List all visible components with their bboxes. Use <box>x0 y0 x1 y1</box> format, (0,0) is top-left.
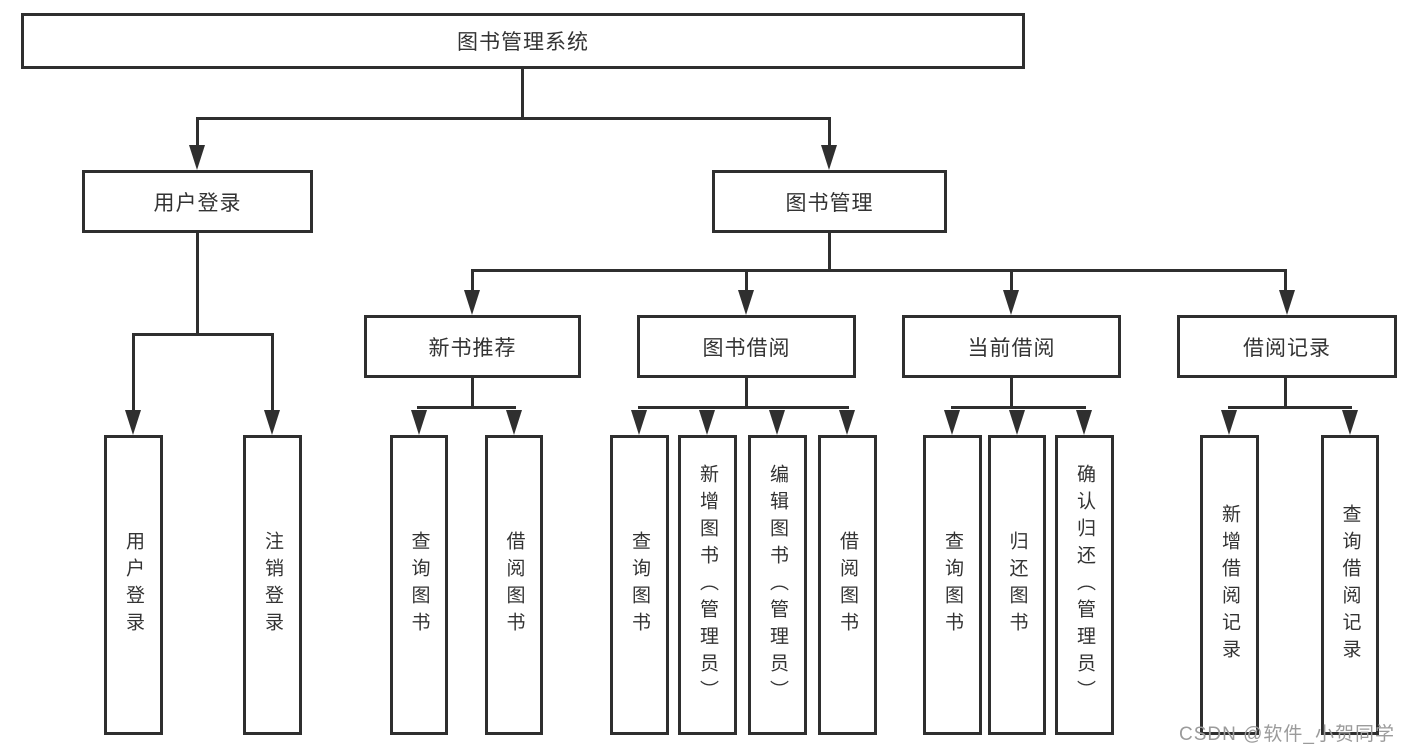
leaf-add-books-admin: 新增图书（管理员） <box>678 435 737 735</box>
arrow-down-icon <box>1009 410 1025 435</box>
arrow-down-icon <box>631 410 647 435</box>
connector-line <box>828 233 831 272</box>
arrow-down-icon <box>506 410 522 435</box>
connector-line <box>1010 378 1013 409</box>
arrow-down-icon <box>1279 290 1295 315</box>
connector-line <box>638 406 849 409</box>
connector-line <box>417 406 516 409</box>
node-current-borrow: 当前借阅 <box>902 315 1121 378</box>
node-book-borrow: 图书借阅 <box>637 315 856 378</box>
connector-line <box>471 378 474 409</box>
arrow-down-icon <box>1342 410 1358 435</box>
leaf-query-books: 查询图书 <box>390 435 448 735</box>
leaf-user-login: 用户登录 <box>104 435 163 735</box>
leaf-confirm-return-admin: 确认归还（管理员） <box>1055 435 1114 735</box>
leaf-label: 归还图书 <box>1006 531 1028 639</box>
leaf-label: 借阅图书 <box>503 531 525 639</box>
node-book-management: 图书管理 <box>712 170 947 233</box>
arrow-down-icon <box>738 290 754 315</box>
node-borrow-records: 借阅记录 <box>1177 315 1397 378</box>
arrow-down-icon <box>821 145 837 170</box>
arrow-down-icon <box>1003 290 1019 315</box>
connector-line <box>196 117 199 148</box>
leaf-label: 查询图书 <box>942 531 963 639</box>
leaf-edit-books-admin: 编辑图书（管理员） <box>748 435 807 735</box>
node-label: 图书借阅 <box>702 336 791 360</box>
leaf-borrow-books: 借阅图书 <box>818 435 877 735</box>
arrow-down-icon <box>189 145 205 170</box>
connector-line <box>132 333 135 412</box>
leaf-label: 编辑图书（管理员） <box>767 463 788 707</box>
connector-line <box>1284 378 1287 409</box>
leaf-logout: 注销登录 <box>243 435 302 735</box>
node-new-book-recommend: 新书推荐 <box>364 315 581 378</box>
arrow-down-icon <box>769 410 785 435</box>
csdn-watermark: CSDN @软件_小贺同学 <box>1179 724 1395 745</box>
connector-line <box>271 333 274 412</box>
node-label: 图书管理系统 <box>457 31 589 54</box>
node-label: 用户登录 <box>153 191 242 215</box>
leaf-label: 查询图书 <box>408 531 430 639</box>
connector-line <box>745 378 748 409</box>
connector-line <box>1010 269 1013 293</box>
node-library-system: 图书管理系统 <box>21 13 1025 69</box>
leaf-label: 新增借阅记录 <box>1219 504 1240 666</box>
connector-line <box>828 117 831 148</box>
leaf-label: 借阅图书 <box>837 531 858 639</box>
connector-line <box>745 269 748 293</box>
leaf-label: 查询图书 <box>629 531 650 639</box>
connector-line <box>1228 406 1352 409</box>
connector-line <box>951 406 1086 409</box>
connector-line <box>196 233 199 336</box>
node-label: 当前借阅 <box>967 336 1056 360</box>
arrow-down-icon <box>464 290 480 315</box>
arrow-down-icon <box>1076 410 1092 435</box>
node-label: 借阅记录 <box>1243 336 1331 360</box>
node-label: 新书推荐 <box>428 336 517 360</box>
leaf-return-books: 归还图书 <box>988 435 1046 735</box>
connector-line <box>132 333 274 336</box>
leaf-query-books: 查询图书 <box>610 435 669 735</box>
leaf-query-books: 查询图书 <box>923 435 982 735</box>
leaf-label: 新增图书（管理员） <box>697 463 718 707</box>
leaf-label: 注销登录 <box>262 531 283 639</box>
connector-line <box>196 117 831 120</box>
leaf-label: 用户登录 <box>123 531 144 639</box>
leaf-label: 确认归还（管理员） <box>1074 463 1095 707</box>
arrow-down-icon <box>699 410 715 435</box>
node-user-login: 用户登录 <box>82 170 313 233</box>
leaf-label: 查询借阅记录 <box>1339 504 1361 666</box>
arrow-down-icon <box>125 410 141 435</box>
leaf-borrow-books: 借阅图书 <box>485 435 543 735</box>
connector-line <box>521 69 524 120</box>
arrow-down-icon <box>1221 410 1237 435</box>
connector-line <box>471 269 474 293</box>
node-label: 图书管理 <box>785 191 874 215</box>
arrow-down-icon <box>411 410 427 435</box>
arrow-down-icon <box>944 410 960 435</box>
arrow-down-icon <box>264 410 280 435</box>
connector-line <box>1284 269 1287 293</box>
leaf-query-borrow-record: 查询借阅记录 <box>1321 435 1379 735</box>
arrow-down-icon <box>839 410 855 435</box>
connector-line <box>471 269 1287 272</box>
leaf-add-borrow-record: 新增借阅记录 <box>1200 435 1259 735</box>
